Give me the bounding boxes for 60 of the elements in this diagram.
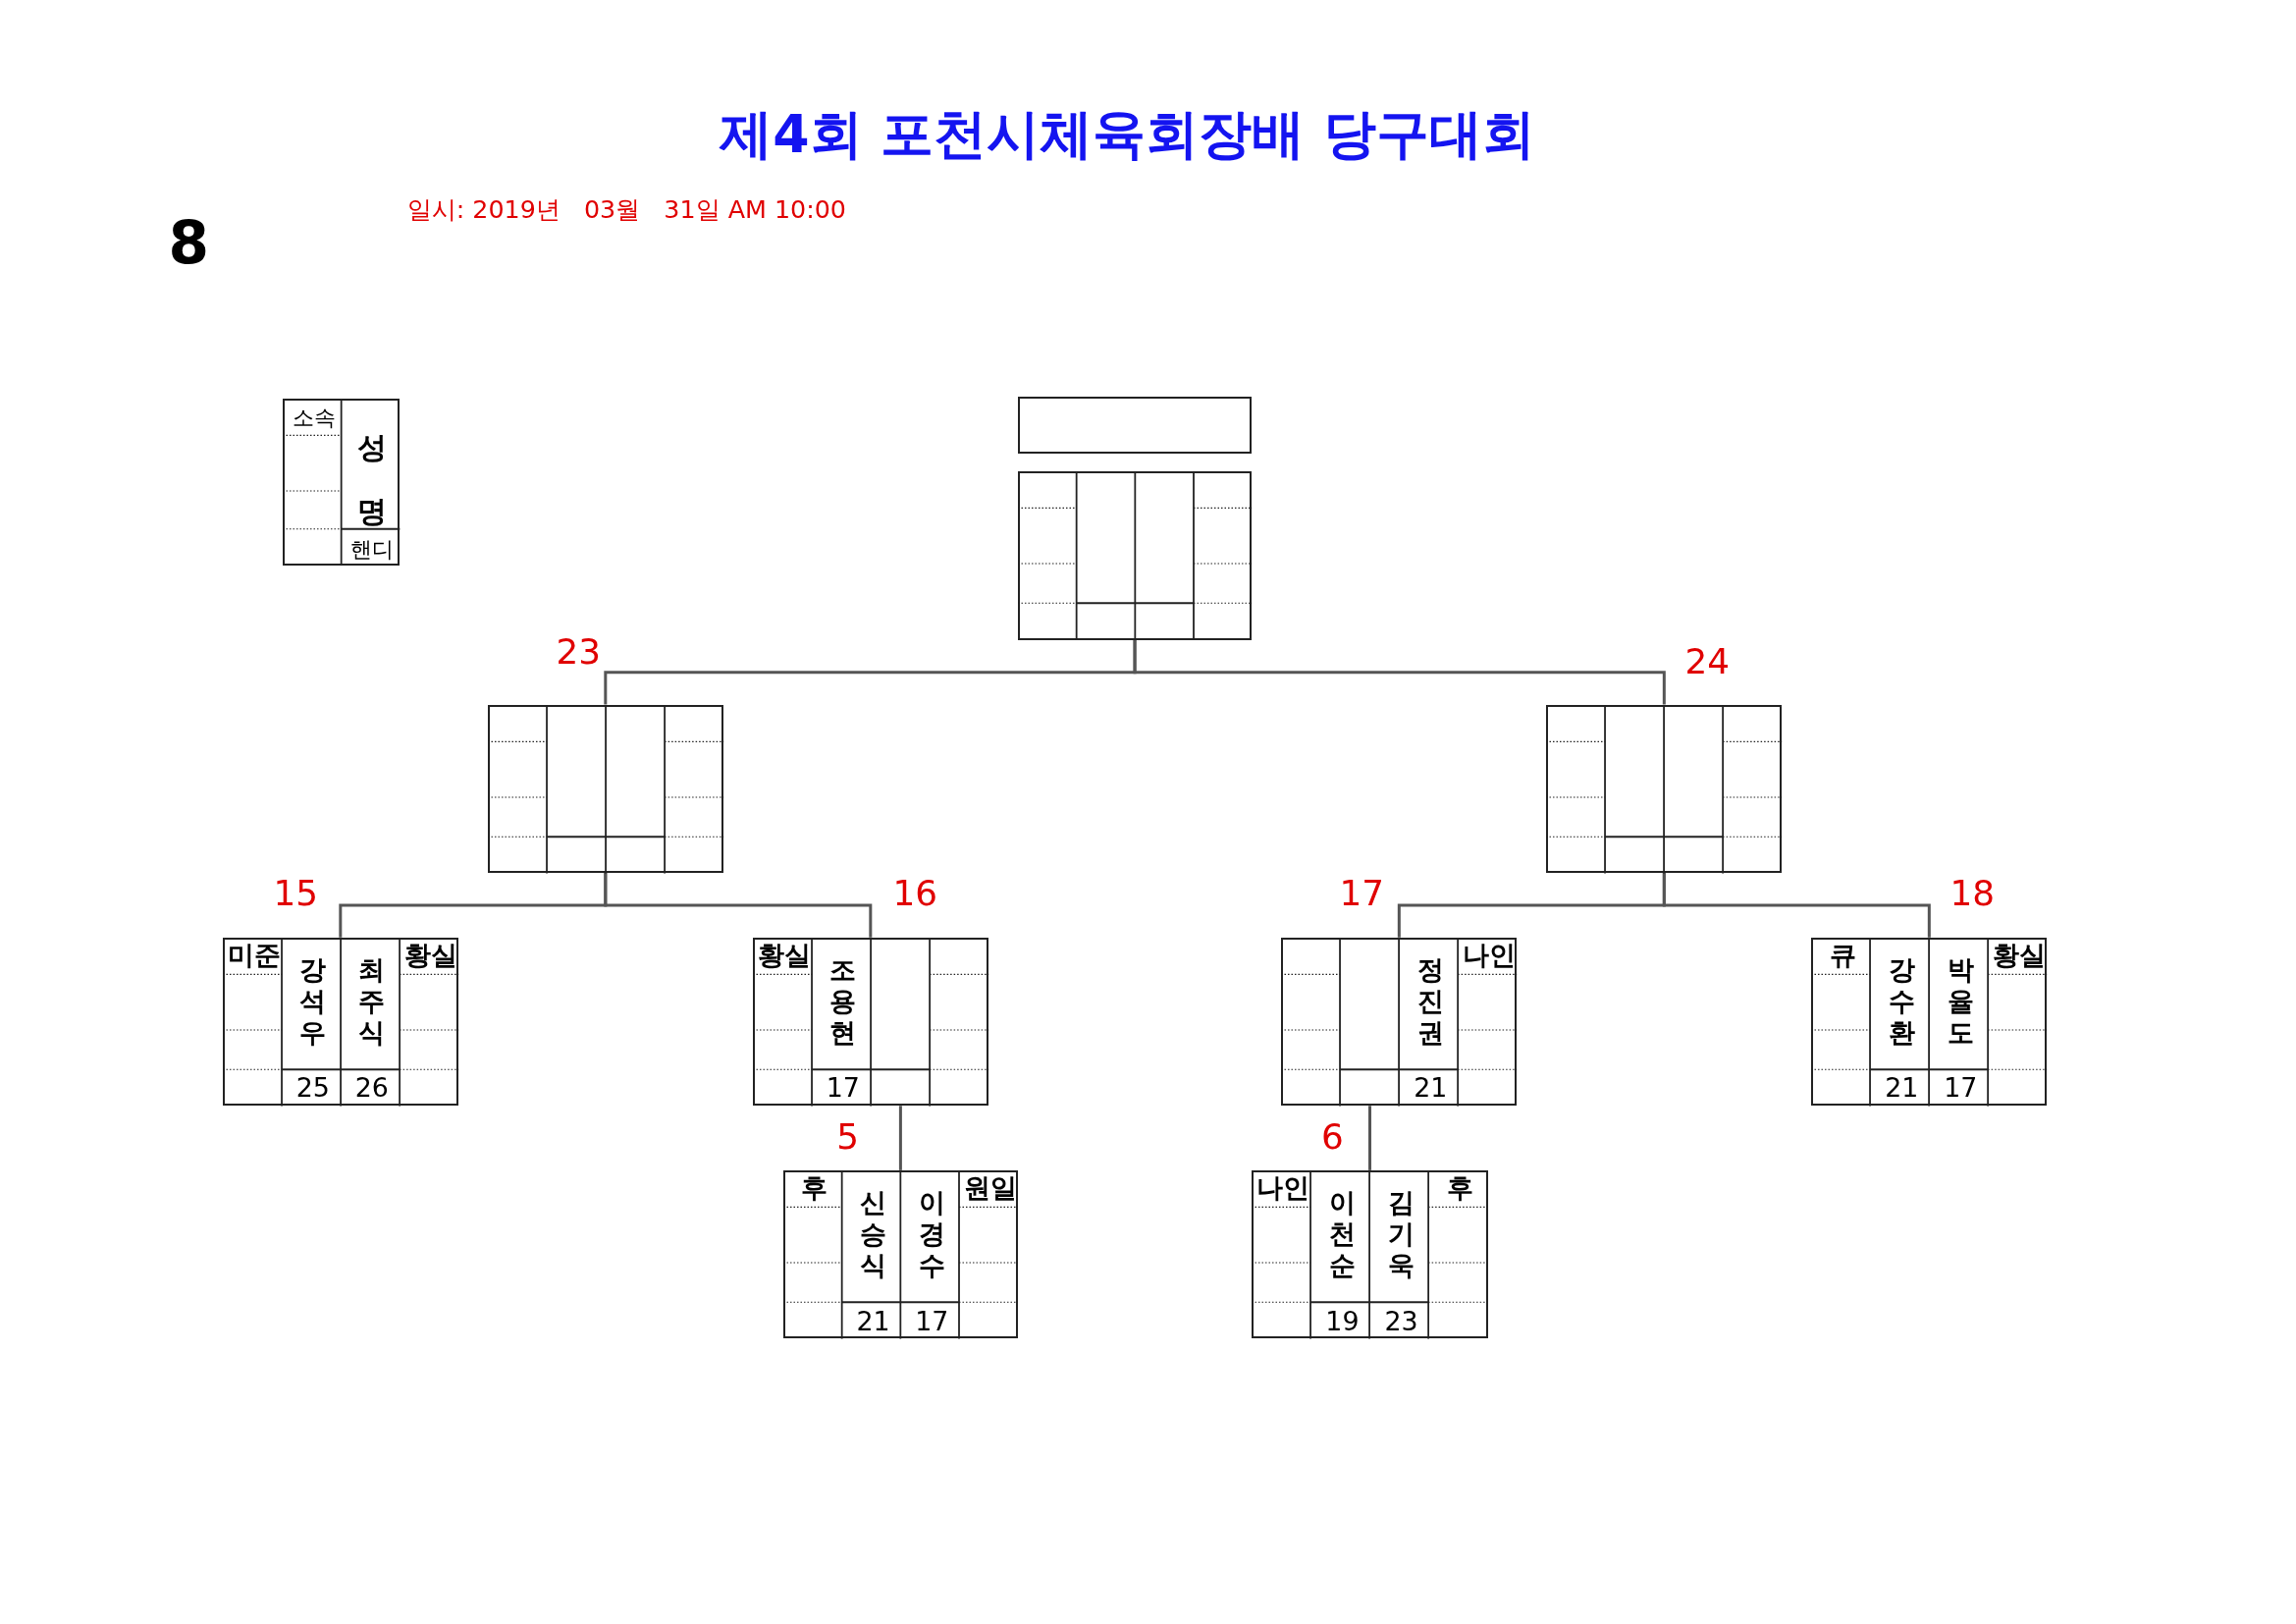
match-number: 16: [892, 876, 938, 911]
bracket-table: [1252, 1169, 1488, 1339]
bracket-table: [1546, 704, 1783, 874]
club-label: 후: [801, 1174, 828, 1202]
title: 제4회 포천시체육회장배 당구대회: [720, 108, 1535, 162]
page-number: 8: [168, 213, 210, 273]
bracket-table: [487, 704, 723, 874]
bracket-table: [1281, 937, 1518, 1107]
player-name: 최주식: [357, 953, 387, 1050]
date-text: 일시: 2019년 03월 31일 AM 10:00: [406, 197, 846, 223]
club-label: 황실: [757, 942, 811, 969]
bracket-table: [222, 937, 458, 1107]
player-name: 정진권: [1415, 953, 1445, 1050]
bracket-line: [604, 873, 873, 938]
legend-table: [282, 398, 400, 566]
bracket-table: [783, 1169, 1018, 1339]
player-name: 신승식: [859, 1186, 888, 1282]
match-number: 23: [556, 633, 601, 670]
bracket-line: [898, 1106, 902, 1170]
header-text: 성명: [356, 428, 389, 531]
match-number: 6: [1321, 1118, 1344, 1155]
player-name: 강수환: [1887, 953, 1916, 1050]
handicap-number: 21: [1414, 1075, 1448, 1103]
club-label: 황실: [1993, 942, 2047, 969]
handicap-number: 25: [295, 1075, 330, 1103]
match-number: 24: [1684, 644, 1731, 680]
handicap-number: 17: [1944, 1075, 1978, 1103]
club-label: 큐: [1829, 942, 1856, 969]
match-number: 18: [1949, 876, 1996, 911]
winner-box: [1017, 397, 1253, 455]
bracket-table: [752, 937, 988, 1107]
club-label: 황실: [403, 942, 457, 969]
club-label: 원일: [963, 1174, 1017, 1202]
header-text: 핸디: [350, 537, 395, 561]
handicap-number: 17: [826, 1075, 860, 1103]
handicap-number: 23: [1384, 1308, 1418, 1335]
player-name: 이천순: [1327, 1186, 1357, 1282]
club-label: 후: [1447, 1174, 1474, 1202]
match-number: 17: [1339, 876, 1385, 911]
bracket-line: [1662, 873, 1931, 938]
club-label: 나인: [1463, 942, 1517, 969]
handicap-number: 17: [915, 1308, 949, 1335]
bracket-line: [1368, 1106, 1371, 1170]
bracket-table: [1811, 937, 2048, 1107]
handicap-number: 21: [1885, 1075, 1919, 1103]
player-name: 김기욱: [1387, 1186, 1415, 1282]
handicap-number: 21: [856, 1308, 890, 1335]
bracket-table: [1017, 471, 1253, 640]
club-label: 나인: [1256, 1174, 1310, 1202]
handicap-number: 19: [1325, 1308, 1360, 1335]
match-number: 5: [836, 1118, 860, 1155]
header-text: 소속: [292, 406, 336, 429]
handicap-number: 26: [354, 1075, 389, 1103]
match-number: 15: [273, 876, 319, 911]
club-label: 미준: [227, 942, 281, 969]
bracket-line: [1133, 639, 1666, 705]
player-name: 강석우: [298, 953, 328, 1050]
player-name: 이경수: [917, 1186, 946, 1282]
player-name: 조용현: [828, 953, 858, 1050]
player-name: 박율도: [1946, 953, 1975, 1050]
